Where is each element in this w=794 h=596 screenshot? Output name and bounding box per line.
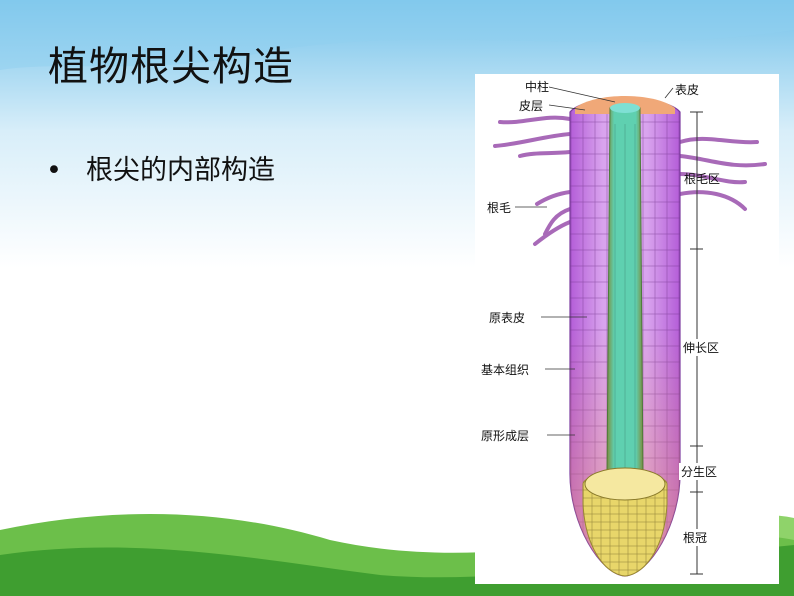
label-elongation-zone: 伸长区 bbox=[681, 339, 722, 356]
root-hairs-right bbox=[678, 136, 767, 211]
root-tip-diagram: 中柱 皮层 根毛 原表皮 基本组织 原形成层 表皮 根毛区 伸长区 分生区 根冠 bbox=[475, 74, 779, 584]
label-root-hair: 根毛 bbox=[487, 201, 512, 215]
label-protoderm: 原表皮 bbox=[489, 311, 526, 325]
label-root-cap: 根冠 bbox=[681, 529, 710, 546]
root-hairs-left bbox=[493, 115, 572, 246]
label-procambium: 原形成层 bbox=[481, 429, 530, 443]
bullet-dot-icon: • bbox=[46, 155, 62, 186]
label-zhongzhu: 中柱 bbox=[525, 80, 550, 94]
label-ground-meristem: 基本组织 bbox=[481, 363, 530, 377]
label-cortex: 皮层 bbox=[519, 99, 544, 113]
root-tip-illustration bbox=[493, 86, 767, 577]
bullet-text: 根尖的内部构造 bbox=[86, 155, 275, 186]
slide-title: 植物根尖构造 bbox=[48, 44, 294, 90]
label-epidermis: 表皮 bbox=[675, 83, 700, 97]
label-root-hair-zone: 根毛区 bbox=[684, 172, 721, 186]
label-meristem-zone: 分生区 bbox=[679, 463, 720, 480]
bullet-item: • 根尖的内部构造 bbox=[46, 148, 275, 187]
leader-lines bbox=[515, 86, 674, 436]
